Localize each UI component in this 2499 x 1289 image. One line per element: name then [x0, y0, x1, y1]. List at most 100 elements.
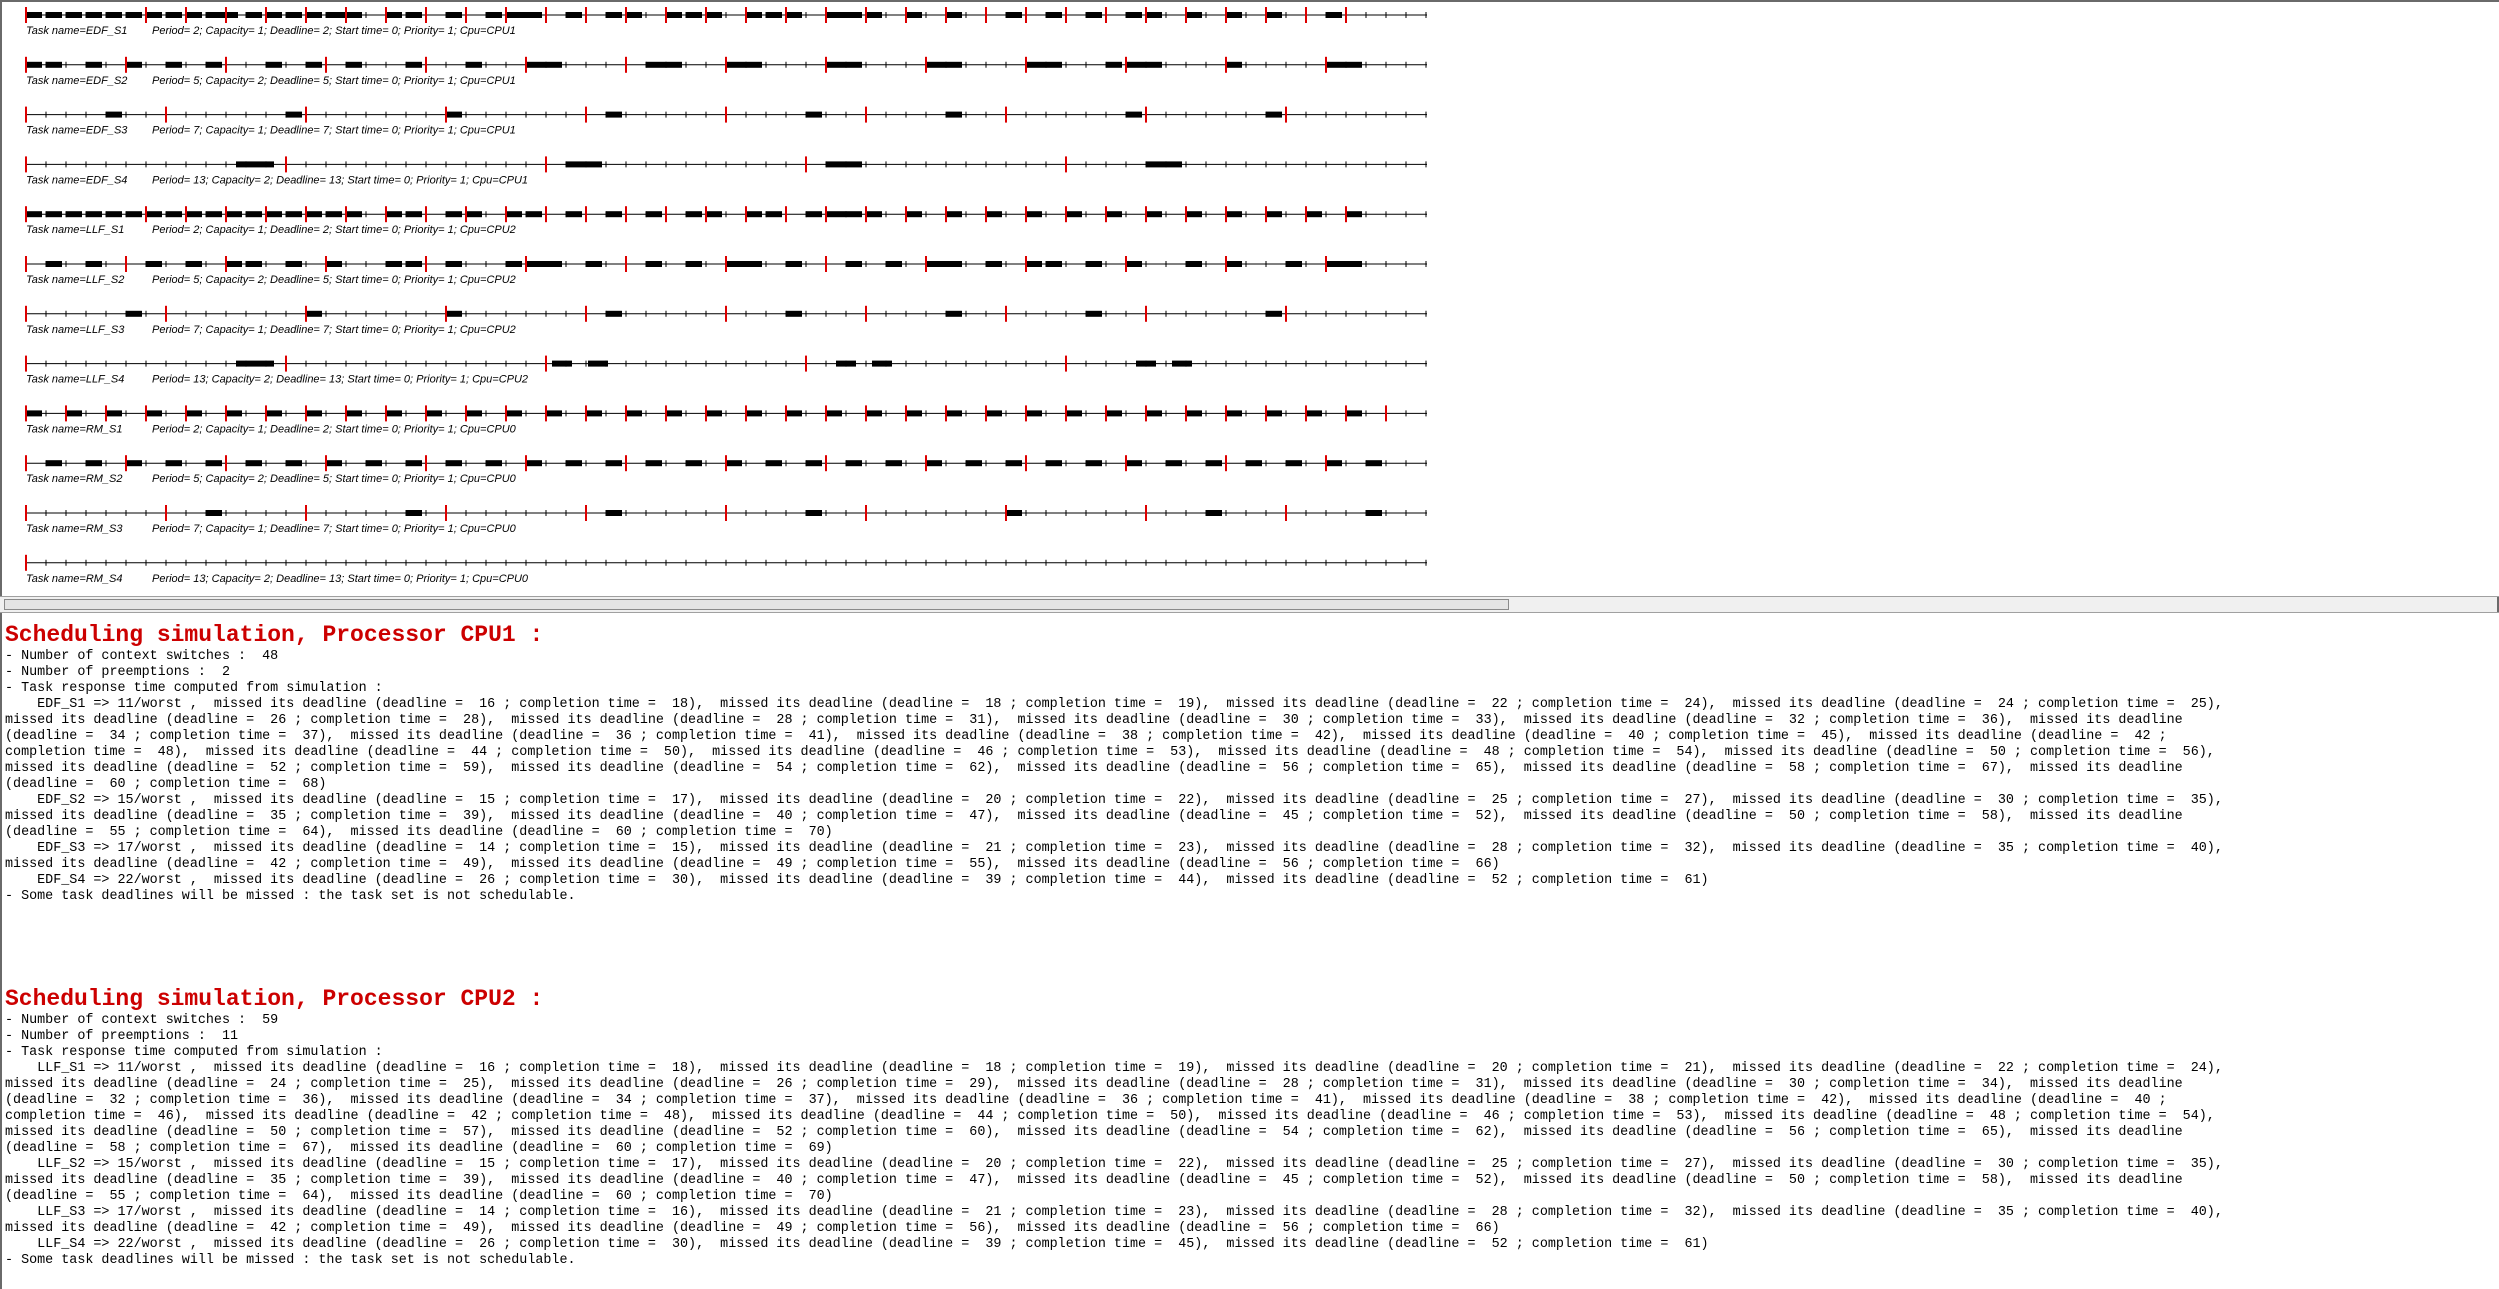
- execution-block: [786, 261, 802, 267]
- execution-block: [1206, 460, 1222, 467]
- execution-block: [66, 410, 82, 417]
- task-params-label: Period= 7; Capacity= 1; Deadline= 7; Sta…: [152, 324, 516, 336]
- report-line: LLF_S2 => 15/worst , missed its deadline…: [5, 1157, 2223, 1172]
- execution-block: [226, 261, 242, 267]
- execution-block: [366, 460, 382, 467]
- execution-block: [1086, 460, 1102, 467]
- execution-block: [226, 410, 242, 417]
- execution-block: [1206, 510, 1222, 516]
- execution-block: [46, 12, 62, 18]
- execution-block: [786, 410, 802, 417]
- execution-block: [286, 12, 302, 18]
- execution-block: [386, 410, 402, 417]
- execution-block: [86, 12, 102, 18]
- execution-block: [446, 12, 462, 18]
- report-line: missed its deadline (deadline = 42 ; com…: [5, 1221, 1500, 1236]
- execution-block: [1006, 12, 1022, 18]
- execution-block: [46, 211, 62, 218]
- execution-block: [1346, 410, 1362, 417]
- execution-block: [406, 510, 422, 516]
- execution-block: [1186, 211, 1202, 218]
- execution-block: [166, 460, 182, 467]
- execution-block: [1026, 211, 1042, 218]
- execution-block: [26, 211, 42, 218]
- execution-block: [1326, 460, 1342, 467]
- execution-block: [826, 161, 862, 168]
- task-params-label: Period= 13; Capacity= 2; Deadline= 13; S…: [152, 174, 528, 186]
- task-params-label: Period= 5; Capacity= 2; Deadline= 5; Sta…: [152, 473, 517, 485]
- execution-block: [26, 12, 42, 18]
- cpu1-context-switches: - Number of context switches : 48: [5, 649, 279, 664]
- execution-block: [206, 211, 222, 218]
- execution-block: [1126, 111, 1142, 118]
- execution-block: [1286, 261, 1302, 267]
- execution-block: [826, 61, 862, 68]
- execution-block: [1086, 261, 1102, 267]
- task-params-label: Period= 13; Capacity= 2; Deadline= 13; S…: [152, 374, 528, 386]
- execution-block: [186, 410, 202, 417]
- execution-block: [866, 211, 882, 218]
- execution-block: [186, 211, 202, 218]
- execution-block: [126, 12, 142, 18]
- execution-block: [1226, 211, 1242, 218]
- execution-block: [766, 460, 782, 467]
- execution-block: [1246, 460, 1262, 467]
- execution-block: [1266, 310, 1282, 317]
- execution-block: [1126, 12, 1142, 18]
- execution-block: [1266, 12, 1282, 18]
- execution-block: [406, 460, 422, 467]
- execution-block: [1366, 510, 1382, 516]
- execution-block: [126, 61, 142, 68]
- execution-block: [1326, 261, 1362, 267]
- scrollbar-end: [2497, 597, 2499, 612]
- report-line: missed its deadline (deadline = 35 ; com…: [5, 809, 2183, 824]
- execution-block: [1066, 211, 1082, 218]
- execution-block: [1266, 410, 1282, 417]
- execution-block: [46, 460, 62, 467]
- execution-block: [246, 460, 262, 467]
- execution-block: [1136, 360, 1156, 367]
- execution-block: [506, 211, 522, 218]
- execution-block: [1046, 12, 1062, 18]
- execution-block: [306, 61, 322, 68]
- execution-block: [686, 261, 702, 267]
- execution-block: [1226, 12, 1242, 18]
- execution-block: [826, 410, 842, 417]
- execution-block: [26, 61, 42, 68]
- execution-block: [966, 460, 982, 467]
- execution-block: [1326, 12, 1342, 18]
- report-line: (deadline = 34 ; completion time = 37), …: [5, 729, 2167, 744]
- execution-block: [1226, 261, 1242, 267]
- horizontal-scrollbar[interactable]: ◂: [0, 596, 2499, 613]
- task-params-label: Period= 2; Capacity= 1; Deadline= 2; Sta…: [152, 224, 516, 236]
- execution-block: [1126, 460, 1142, 467]
- execution-block: [106, 12, 122, 18]
- execution-block: [586, 410, 602, 417]
- execution-block: [686, 460, 702, 467]
- task-name-label: Task name=RM_S2: [26, 473, 123, 485]
- execution-block: [1066, 410, 1082, 417]
- execution-block: [146, 12, 162, 18]
- execution-block: [266, 211, 282, 218]
- execution-block: [1186, 12, 1202, 18]
- execution-block: [206, 510, 222, 516]
- task-params-label: Period= 5; Capacity= 2; Deadline= 5; Sta…: [152, 274, 516, 286]
- execution-block: [566, 161, 602, 168]
- execution-block: [606, 310, 622, 317]
- cpu1-report-section: Scheduling simulation, Processor CPU1 : …: [5, 622, 2223, 905]
- execution-block: [646, 261, 662, 267]
- execution-block: [846, 261, 862, 267]
- execution-block: [206, 12, 238, 18]
- execution-block: [552, 360, 572, 367]
- scrollbar-thumb[interactable]: [4, 599, 1509, 610]
- execution-block: [986, 410, 1002, 417]
- execution-block: [946, 12, 962, 18]
- execution-block: [1086, 310, 1102, 317]
- simulation-report[interactable]: Scheduling simulation, Processor CPU1 : …: [0, 613, 2499, 1289]
- execution-block: [1106, 211, 1122, 218]
- execution-block: [1006, 460, 1022, 467]
- report-line: completion time = 48), missed its deadli…: [5, 745, 2215, 760]
